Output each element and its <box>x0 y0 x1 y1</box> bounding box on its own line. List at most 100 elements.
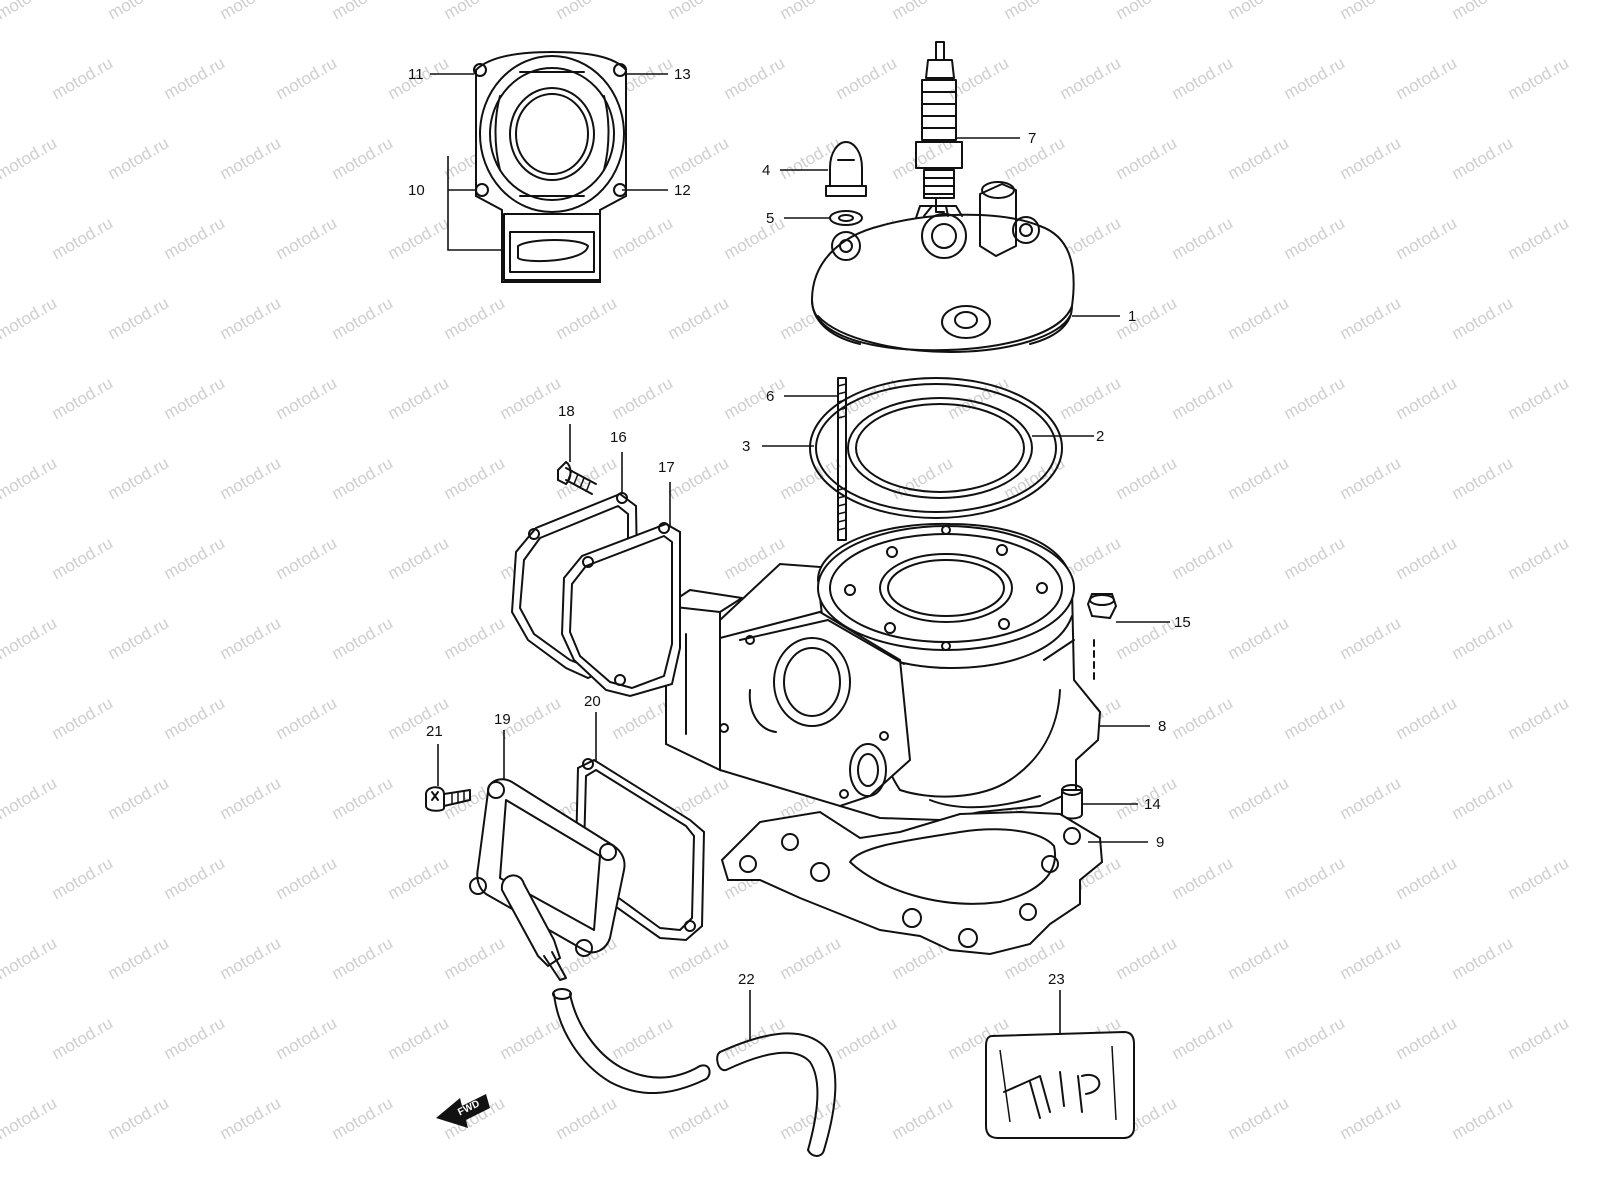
watermark-text: motod.ru <box>441 0 509 23</box>
watermark-text: motod.ru <box>1225 453 1293 503</box>
watermark-text: motod.ru <box>1113 0 1181 23</box>
watermark-text: motod.ru <box>217 1093 285 1143</box>
watermark-text: motod.ru <box>105 613 173 663</box>
watermark-text: motod.ru <box>385 213 453 263</box>
watermark-text: motod.ru <box>0 453 60 503</box>
reed-cover <box>469 778 626 981</box>
callout-17: 17 <box>658 459 675 476</box>
watermark-text: motod.ru <box>329 293 397 343</box>
watermark-text: motod.ru <box>49 693 117 743</box>
callout-5: 5 <box>766 210 774 227</box>
watermark-text: motod.ru <box>1169 1013 1237 1063</box>
watermark-text: motod.ru <box>721 53 789 103</box>
watermark-text: motod.ru <box>1393 693 1461 743</box>
inset-cylinder-view <box>473 50 627 283</box>
watermark-text: motod.ru <box>441 453 509 503</box>
watermark-text: motod.ru <box>1169 53 1237 103</box>
watermark-text: motod.ru <box>889 453 957 503</box>
watermark-text: motod.ru <box>1281 53 1349 103</box>
watermark-text: motod.ru <box>105 1093 173 1143</box>
callout-16: 16 <box>610 429 627 446</box>
watermark-text: motod.ru <box>1169 373 1237 423</box>
watermark-text: motod.ru <box>329 613 397 663</box>
watermark-text: motod.ru <box>49 373 117 423</box>
watermark-text: motod.ru <box>777 933 845 983</box>
watermark-text: motod.ru <box>665 0 733 23</box>
callout-3: 3 <box>742 438 750 455</box>
callout-4: 4 <box>762 162 770 179</box>
callout-15: 15 <box>1174 614 1191 631</box>
callout-23: 23 <box>1048 971 1065 988</box>
callouts: 1 2 3 4 5 6 7 8 9 10 11 12 13 14 15 16 1 <box>408 66 1191 1040</box>
watermark-text: motod.ru <box>1281 213 1349 263</box>
callout-22: 22 <box>738 971 755 988</box>
watermark-text: motod.ru <box>105 293 173 343</box>
watermark-text: motod.ru <box>273 53 341 103</box>
watermark-text: motod.ru <box>833 53 901 103</box>
watermark-text: motod.ru <box>329 1093 397 1143</box>
watermark-text: motod.ru <box>329 133 397 183</box>
watermark-text: motod.ru <box>329 453 397 503</box>
watermark-text: motod.ru <box>0 773 60 823</box>
watermark-text: motod.ru <box>1337 773 1405 823</box>
watermark-text: motod.ru <box>273 853 341 903</box>
callout-20: 20 <box>584 693 601 710</box>
watermark-text: motod.ru <box>609 373 677 423</box>
watermark-text: motod.ru <box>1337 933 1405 983</box>
watermark-text: motod.ru <box>833 1013 901 1063</box>
callout-13: 13 <box>674 66 691 83</box>
watermark-text: motod.ru <box>1057 373 1125 423</box>
watermark-text: motod.ru <box>105 133 173 183</box>
watermark-text: motod.ru <box>553 293 621 343</box>
watermark-text: motod.ru <box>1113 613 1181 663</box>
dowel-pin-14 <box>1061 784 1083 820</box>
watermark-text: motod.ru <box>161 373 229 423</box>
watermark-text: motod.ru <box>889 1093 957 1143</box>
washer <box>829 210 863 226</box>
watermark-text: motod.ru <box>1225 933 1293 983</box>
watermark-text: motod.ru <box>1169 213 1237 263</box>
base-gasket <box>720 810 1104 956</box>
watermark-text: motod.ru <box>665 293 733 343</box>
callout-14: 14 <box>1144 796 1161 813</box>
watermark-text: motod.ru <box>1169 693 1237 743</box>
watermark-text: motod.ru <box>665 1093 733 1143</box>
watermark-text: motod.ru <box>105 933 173 983</box>
watermark-text: motod.ru <box>1225 0 1293 23</box>
watermark-text: motod.ru <box>1337 1093 1405 1143</box>
callout-8: 8 <box>1158 718 1166 735</box>
watermark-text: motod.ru <box>665 933 733 983</box>
watermark-text: motod.ru <box>1113 933 1181 983</box>
watermark-text: motod.ru <box>49 1013 117 1063</box>
callout-12: 12 <box>674 182 691 199</box>
watermark-text: motod.ru <box>1505 853 1573 903</box>
watermark-text: motod.ru <box>721 213 789 263</box>
dowel-pin-15 <box>1086 593 1118 681</box>
callout-21: 21 <box>426 723 443 740</box>
watermark-text: motod.ru <box>217 453 285 503</box>
watermark-text: motod.ru <box>1449 0 1517 23</box>
watermark-text: motod.ru <box>105 453 173 503</box>
watermark-text: motod.ru <box>273 373 341 423</box>
watermark-text: motod.ru <box>1225 773 1293 823</box>
watermark-text: motod.ru <box>161 213 229 263</box>
watermark-text: motod.ru <box>49 213 117 263</box>
watermark-text: motod.ru <box>1113 133 1181 183</box>
watermark-text: motod.ru <box>553 0 621 23</box>
watermark-text: motod.ru <box>1337 133 1405 183</box>
watermark-text: motod.ru <box>217 933 285 983</box>
watermark-text: motod.ru <box>273 693 341 743</box>
o-ring <box>809 377 1063 519</box>
watermark-text: motod.ru <box>1001 453 1069 503</box>
watermark-text: motod.ru <box>273 533 341 583</box>
watermark-text: motod.ru <box>105 773 173 823</box>
watermark-text: motod.ru <box>161 53 229 103</box>
watermark-text: motod.ru <box>1393 53 1461 103</box>
breather-hose <box>552 988 837 1157</box>
watermark-text: motod.ru <box>1169 533 1237 583</box>
watermark-text: motod.ru <box>329 773 397 823</box>
watermark-text: motod.ru <box>497 1013 565 1063</box>
watermark-text: motod.ru <box>1449 453 1517 503</box>
callout-11: 11 <box>408 66 424 83</box>
